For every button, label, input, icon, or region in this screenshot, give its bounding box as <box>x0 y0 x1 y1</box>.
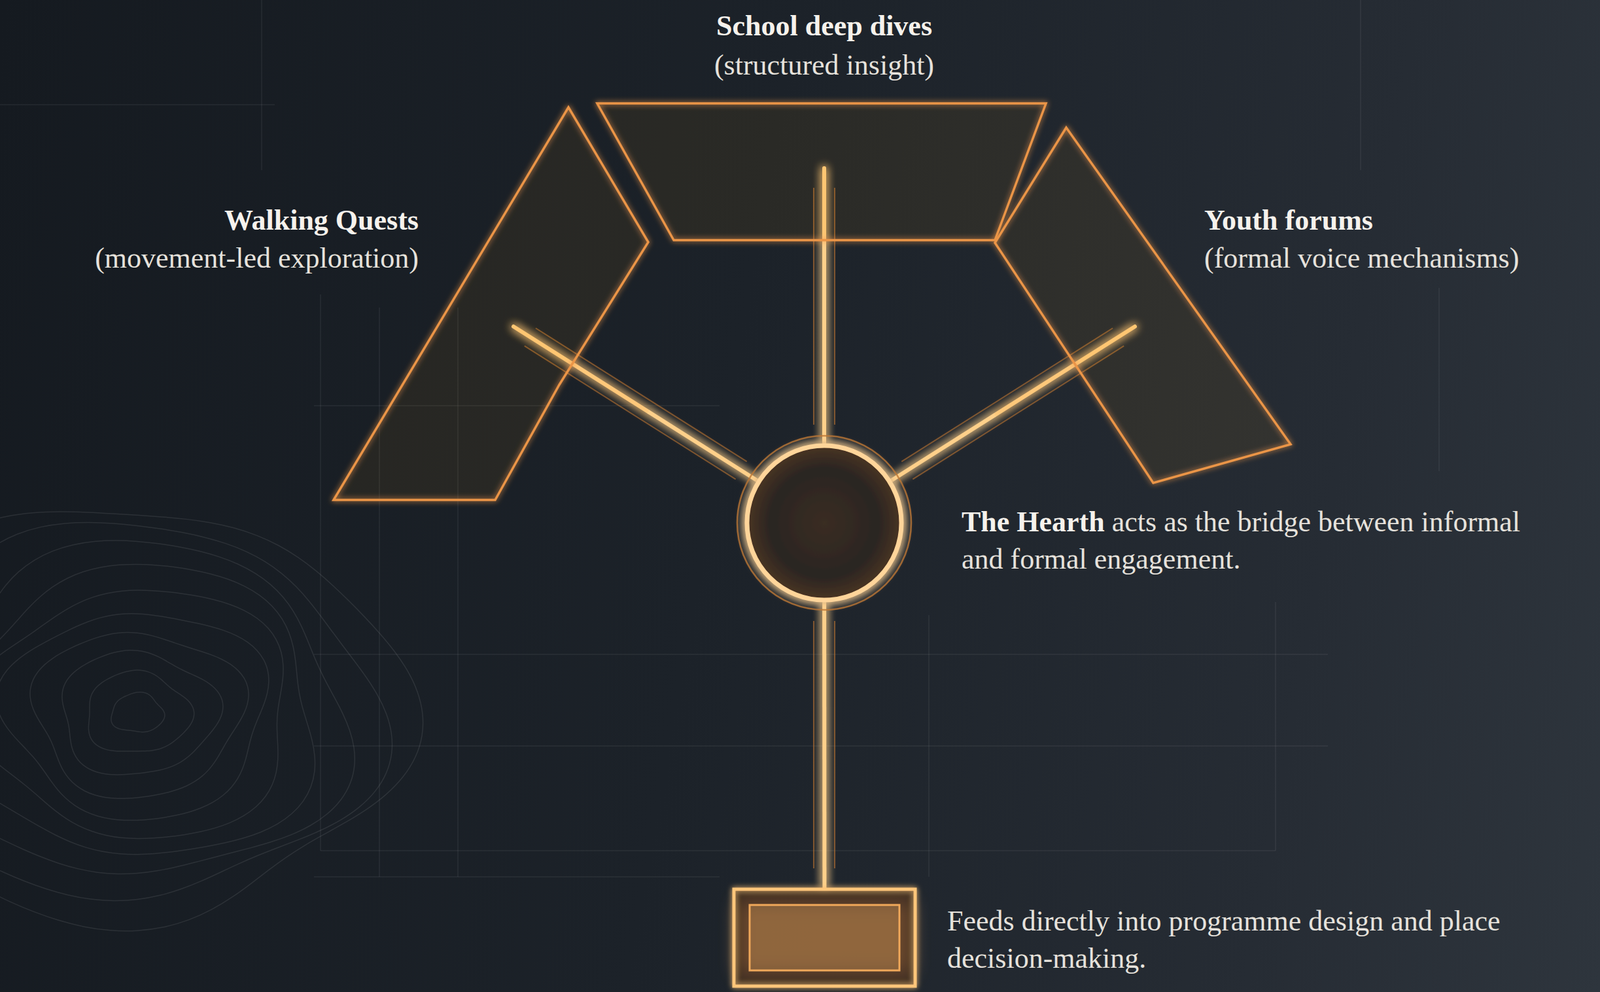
quest-shape: Walking Quests(movement-led exploration) <box>333 107 649 500</box>
hearth-circle: The Hearthacts as the bridge between inf… <box>745 444 903 602</box>
outline <box>333 107 649 500</box>
contour-line <box>0 511 424 931</box>
box-outline <box>733 888 916 986</box>
grid-lines <box>0 0 1440 877</box>
deep-dive-shape: School deep dives(structured insight) <box>597 103 1046 241</box>
node-note: (movement-led exploration) <box>94 242 419 275</box>
label-block: Youth forums <box>1204 201 1374 239</box>
contour-line <box>111 692 165 732</box>
label-block: School deep dives <box>716 7 933 45</box>
label-block: (structured insight) <box>714 46 935 84</box>
node-note: (structured insight) <box>714 49 935 82</box>
node-heading: The Hearth <box>961 505 1105 538</box>
shape-outline <box>732 887 917 988</box>
node-heading: School deep dives <box>716 9 933 42</box>
hearth-ring <box>747 445 902 600</box>
spoke-connector <box>822 240 827 445</box>
channel-line <box>813 620 815 869</box>
label-block: Walking Quests <box>224 201 419 239</box>
channel-line <box>834 620 836 869</box>
box-glow <box>737 902 912 973</box>
node-heading: Youth forums <box>1204 204 1374 237</box>
spoke-connector <box>890 414 995 481</box>
label-block: (movement-led exploration) <box>94 239 419 277</box>
contour-line <box>0 563 316 854</box>
contour-line <box>0 613 269 821</box>
box-inner <box>749 904 900 971</box>
contour-lines <box>0 511 424 931</box>
shape-outline <box>597 103 1046 241</box>
label-block: The Hearthacts as the bridge between inf… <box>961 503 1538 578</box>
outer-ring <box>737 435 912 610</box>
contour-line <box>30 632 249 799</box>
node-note: Feeds directly into programme design and… <box>947 904 1501 974</box>
contour-line <box>0 540 355 874</box>
contour-line <box>62 650 224 775</box>
node-heading: Walking Quests <box>224 204 419 237</box>
spoke-connector <box>822 601 827 888</box>
outline <box>597 103 1046 241</box>
contour-line <box>0 590 284 838</box>
shape-outline <box>994 127 1291 483</box>
contour-line <box>0 521 393 901</box>
spoke-connector <box>648 411 759 481</box>
output-box: Feeds directly into programme design and… <box>732 887 917 988</box>
node-note: (formal voice mechanisms) <box>1204 242 1519 275</box>
shape-outline <box>745 444 903 602</box>
contour-line <box>88 669 194 751</box>
label-block: (formal voice mechanisms) <box>1204 239 1519 277</box>
outline <box>994 127 1291 483</box>
forum-shape: Youth forums(formal voice mechanisms) <box>994 127 1291 483</box>
label-block: Feeds directly into programme design and… <box>947 902 1510 977</box>
shape-outline <box>333 107 649 500</box>
